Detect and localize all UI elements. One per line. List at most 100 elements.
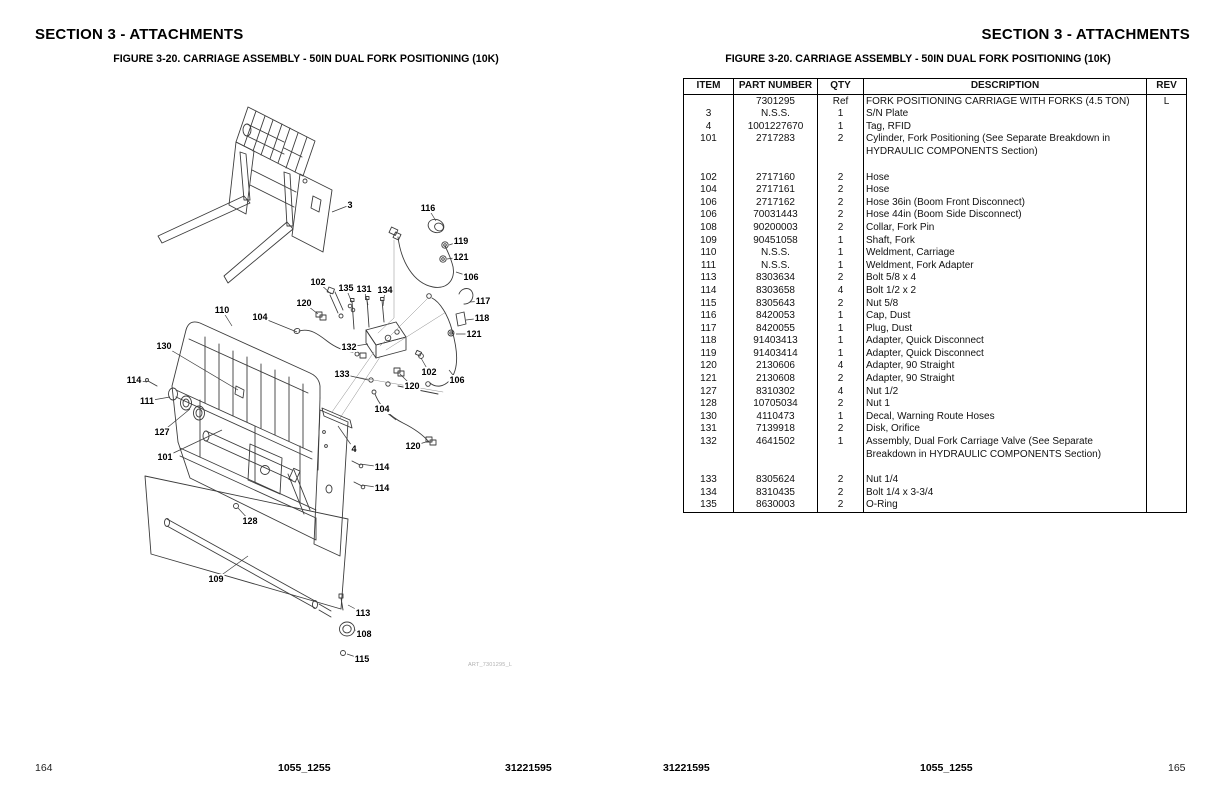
callout-label: 108 bbox=[355, 629, 373, 639]
callout-label: 115 bbox=[353, 654, 371, 664]
cell-qty: 4 bbox=[817, 284, 864, 298]
cell-description: Collar, Fork Pin bbox=[863, 221, 1147, 235]
cell-description: Adapter, 90 Straight bbox=[863, 373, 1147, 386]
callout-label: 120 bbox=[404, 441, 422, 451]
cell-description: Hose 36in (Boom Front Disconnect) bbox=[863, 196, 1147, 210]
callout-label: 121 bbox=[452, 252, 470, 262]
cell-part-number: 2130608 bbox=[733, 373, 818, 386]
cell-description: FORK POSITIONING CARRIAGE WITH FORKS (4.… bbox=[863, 94, 1147, 109]
callout-label: 104 bbox=[373, 404, 391, 414]
cell-rev bbox=[1146, 209, 1187, 222]
cell-rev bbox=[1146, 335, 1187, 348]
cell-item: 108 bbox=[683, 221, 734, 235]
cell-part-number: 4641502 bbox=[733, 436, 818, 475]
cell-description: Adapter, Quick Disconnect bbox=[863, 347, 1147, 361]
callout-label: 131 bbox=[355, 284, 373, 294]
cell-description: Hose bbox=[863, 184, 1147, 197]
cell-part-number: 2717160 bbox=[733, 171, 818, 185]
callout-label: 114 bbox=[373, 462, 391, 472]
cell-rev bbox=[1146, 322, 1187, 336]
callout-label: 120 bbox=[295, 298, 313, 308]
cell-qty: 2 bbox=[817, 196, 864, 210]
hose-dust-cap-group bbox=[388, 218, 454, 288]
cell-description: Decal, Warning Route Hoses bbox=[863, 410, 1147, 424]
callout-label: 128 bbox=[241, 516, 259, 526]
cell-item: 106 bbox=[683, 209, 734, 222]
cell-description: Weldment, Fork Adapter bbox=[863, 259, 1147, 273]
cell-qty: 1 bbox=[817, 322, 864, 336]
column-header-item: ITEM bbox=[683, 78, 734, 95]
exploded-view-drawing bbox=[144, 106, 474, 656]
cell-rev bbox=[1146, 108, 1187, 121]
cell-part-number: 91403414 bbox=[733, 347, 818, 361]
cell-part-number: 7139918 bbox=[733, 423, 818, 437]
cell-part-number: 8630003 bbox=[733, 499, 818, 513]
parts-table: ITEM PART NUMBER QTY DESCRIPTION REV 730… bbox=[683, 78, 1187, 513]
page-left: SECTION 3 - ATTACHMENTS FIGURE 3-20. CAR… bbox=[35, 26, 552, 774]
cell-item: 132 bbox=[683, 436, 734, 475]
cell-item: 101 bbox=[683, 133, 734, 172]
callout-label: 133 bbox=[333, 369, 351, 379]
cell-part-number: 2717161 bbox=[733, 184, 818, 197]
cell-item: 116 bbox=[683, 310, 734, 323]
callout-label: 102 bbox=[420, 367, 438, 377]
cell-rev bbox=[1146, 385, 1187, 399]
cell-description: Cylinder, Fork Positioning (See Separate… bbox=[863, 133, 1147, 172]
cell-qty: 2 bbox=[817, 297, 864, 311]
cell-item: 115 bbox=[683, 297, 734, 311]
cell-item: 133 bbox=[683, 474, 734, 487]
hose-quick-disconnect-group bbox=[425, 288, 474, 387]
cell-part-number: 90200003 bbox=[733, 221, 818, 235]
cell-rev bbox=[1146, 284, 1187, 298]
valve-assembly bbox=[347, 296, 407, 359]
cell-part-number: 8420055 bbox=[733, 322, 818, 336]
cell-description: Bolt 1/4 x 3-3/4 bbox=[863, 486, 1147, 500]
cell-rev bbox=[1146, 398, 1187, 411]
cell-item bbox=[683, 94, 734, 109]
cell-rev bbox=[1146, 410, 1187, 424]
cell-rev bbox=[1146, 171, 1187, 185]
cell-part-number: 8305643 bbox=[733, 297, 818, 311]
cell-item: 120 bbox=[683, 360, 734, 374]
column-header-part-number: PART NUMBER bbox=[733, 78, 818, 95]
cell-item: 113 bbox=[683, 272, 734, 285]
fork-carriage-assembly bbox=[157, 106, 333, 284]
callout-label: 102 bbox=[309, 277, 327, 287]
cell-part-number: 8310435 bbox=[733, 486, 818, 500]
section-header-right: SECTION 3 - ATTACHMENTS bbox=[981, 26, 1190, 43]
callout-label: 113 bbox=[354, 608, 372, 618]
cell-qty: 2 bbox=[817, 398, 864, 411]
cell-description: Nut 1 bbox=[863, 398, 1147, 411]
cell-part-number: 8303634 bbox=[733, 272, 818, 285]
construction-lines bbox=[331, 239, 447, 419]
callout-label: 106 bbox=[448, 375, 466, 385]
cell-description: Plug, Dust bbox=[863, 322, 1147, 336]
cell-description: Cap, Dust bbox=[863, 310, 1147, 323]
cell-part-number: 70031443 bbox=[733, 209, 818, 222]
figure-title-right: FIGURE 3-20. CARRIAGE ASSEMBLY - 50IN DU… bbox=[725, 53, 1111, 65]
cell-rev bbox=[1146, 184, 1187, 197]
callout-label: 119 bbox=[452, 236, 470, 246]
callout-label: 106 bbox=[462, 272, 480, 282]
cell-rev bbox=[1146, 196, 1187, 210]
cell-item: 128 bbox=[683, 398, 734, 411]
page-number-left: 164 bbox=[35, 762, 53, 774]
callout-label: 118 bbox=[473, 313, 491, 323]
cell-description: Nut 5/8 bbox=[863, 297, 1147, 311]
manual-number-left: 31221595 bbox=[505, 762, 552, 774]
callout-label: 111 bbox=[138, 396, 156, 406]
cell-item: 111 bbox=[683, 259, 734, 273]
cell-qty: 2 bbox=[817, 209, 864, 222]
cell-qty: 2 bbox=[817, 272, 864, 285]
cell-description: Tag, RFID bbox=[863, 120, 1147, 134]
callout-label: 117 bbox=[474, 296, 492, 306]
